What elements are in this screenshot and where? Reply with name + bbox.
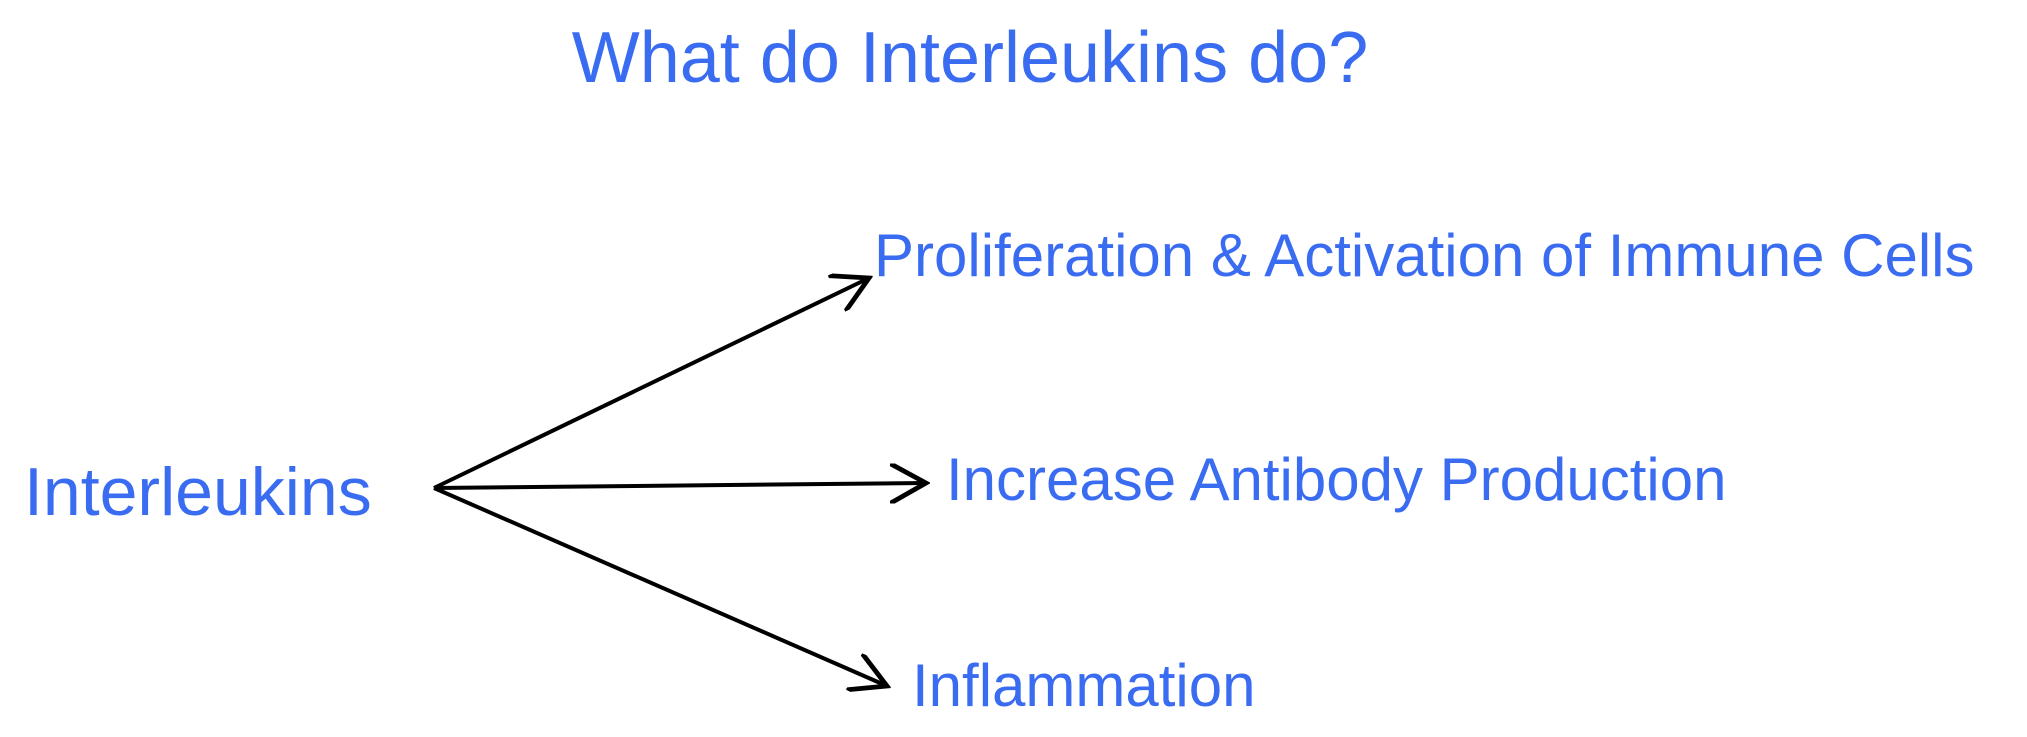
- arrow-to-antibody-production: [433, 483, 926, 488]
- target-node-inflammation: Inflammation: [912, 652, 1256, 719]
- arrow-to-inflammation: [433, 486, 887, 686]
- target-node-proliferation: Proliferation & Activation of Immune Cel…: [874, 222, 1975, 289]
- page-title: What do Interleukins do?: [571, 18, 1369, 98]
- source-node-interleukins: Interleukins: [24, 454, 372, 530]
- target-node-antibody-production: Increase Antibody Production: [946, 446, 1727, 513]
- arrow-to-proliferation: [433, 278, 869, 490]
